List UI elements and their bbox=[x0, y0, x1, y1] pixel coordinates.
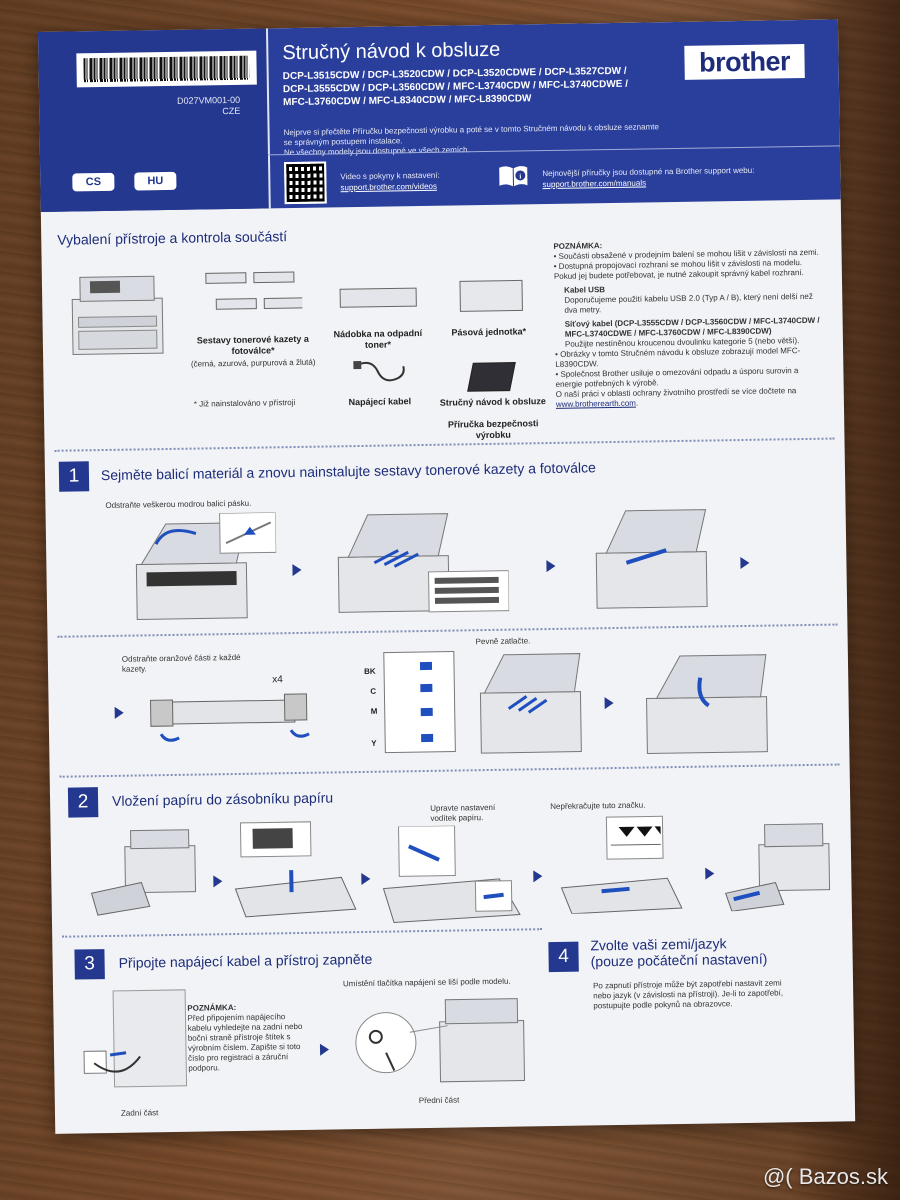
quick-setup-guide-sheet: D027VM001-00 CZE CS HU Stručný návod k o… bbox=[38, 19, 855, 1133]
brother-logo: brother bbox=[684, 44, 805, 80]
printer-illustration bbox=[62, 268, 173, 360]
front-label: Přední část bbox=[419, 1096, 460, 1107]
step1-arrow-4 bbox=[115, 707, 124, 719]
step1-title: Sejměte balicí materiál a znovu nainstal… bbox=[101, 459, 596, 483]
step4-text: Po zapnutí přístroje může být zapotřebí … bbox=[593, 978, 789, 1011]
step1-arrow-5 bbox=[605, 697, 614, 709]
step1-arrow-2 bbox=[546, 560, 555, 572]
guide-label1: Stručný návod k obsluze bbox=[438, 396, 548, 409]
guide-title: Stručný návod k obsluze bbox=[282, 39, 500, 65]
load-paper-illustration bbox=[556, 812, 698, 914]
belt-unit-illustration bbox=[452, 274, 533, 319]
power-cord-illustration bbox=[353, 356, 410, 391]
unpack-note: POZNÁMKA: • Součásti obsažené v prodejní… bbox=[553, 238, 824, 410]
waste-toner-box-illustration bbox=[336, 278, 423, 319]
paper-guides-illustration bbox=[379, 824, 531, 926]
guide-booklet-illustration bbox=[463, 358, 520, 395]
language-badge-hu: HU bbox=[134, 172, 176, 191]
guide-label2: Příručka bezpečnosti výrobku bbox=[438, 418, 548, 442]
divider-step1 bbox=[60, 763, 840, 777]
unpack-note2: • Dostupná propojovací rozhraní se mohou… bbox=[554, 258, 822, 282]
svg-text:i: i bbox=[519, 172, 521, 180]
step1-number: 1 bbox=[59, 461, 89, 491]
toner-cartridges-illustration bbox=[202, 268, 303, 330]
color-label-m: M bbox=[371, 707, 378, 716]
step3-note-text: Před připojením napájecího kabelu vyhled… bbox=[187, 1012, 306, 1074]
step1-arrow-3 bbox=[740, 557, 749, 569]
color-label-y: Y bbox=[371, 739, 376, 748]
paper-mark-note: Nepřekračujte tuto značku. bbox=[550, 801, 645, 812]
close-cover-illustration bbox=[636, 646, 788, 758]
video-link[interactable]: support.brother.com/videos bbox=[340, 181, 440, 194]
step2-arrow-1 bbox=[213, 875, 222, 887]
pull-out-tray-illustration bbox=[84, 825, 205, 917]
language-badge-cs: CS bbox=[72, 173, 114, 192]
waste-toner-label: Nádobka na odpadní toner* bbox=[323, 328, 433, 352]
installed-note: * Již nainstalováno v přístroji bbox=[194, 398, 296, 410]
barcode bbox=[76, 51, 257, 88]
step3-note: POZNÁMKA: Před připojením napájecího kab… bbox=[187, 1002, 306, 1074]
power-button-illustration bbox=[349, 990, 531, 1093]
adjust-guides-illustration bbox=[230, 817, 362, 919]
x4-label: x4 bbox=[272, 674, 283, 685]
step2-arrow-4 bbox=[705, 867, 714, 879]
color-label-c: C bbox=[370, 687, 376, 696]
step3-title: Připojte napájecí kabel a přístroj zapně… bbox=[119, 951, 373, 971]
rear-label: Zadní část bbox=[121, 1108, 159, 1119]
belt-unit-label: Pásová jednotka* bbox=[439, 326, 539, 339]
step2-number: 2 bbox=[68, 787, 98, 817]
insert-tray-illustration bbox=[718, 820, 839, 912]
document-code: D027VM001-00 CZE bbox=[177, 95, 240, 118]
step1-open-printer-illustration bbox=[126, 512, 278, 624]
model-list: DCP-L3515CDW / DCP-L3520CDW / DCP-L3520C… bbox=[283, 64, 684, 109]
manual-info: Nejnovější příručky jsou dostupné na Bro… bbox=[542, 165, 754, 190]
step4-title-line2: (pouze počáteční nastavení) bbox=[591, 951, 768, 970]
insert-cartridges-illustration bbox=[380, 645, 592, 758]
color-label-bk: BK bbox=[364, 667, 376, 676]
cartridge-orange-parts-illustration bbox=[144, 678, 315, 751]
orange-parts-note: Odstraňte oranžové části z každé kazety. bbox=[122, 653, 252, 675]
step1-remove-cartridges-illustration bbox=[328, 505, 510, 618]
usb-cable-text: Doporučujeme použití kabelu USB 2.0 (Typ… bbox=[564, 292, 822, 316]
bazos-watermark: @( Bazos.sk bbox=[763, 1164, 888, 1190]
step2-arrow-3 bbox=[533, 870, 542, 882]
toner-label: Sestavy tonerové kazety a fotoválce* bbox=[189, 334, 317, 358]
step3-arrow bbox=[320, 1044, 329, 1056]
step4-title: Zvolte vaši zemi/jazyk (pouze počáteční … bbox=[590, 935, 767, 970]
doc-code-line2: CZE bbox=[177, 106, 240, 118]
unpack-section-title: Vybalení přístroje a kontrola součástí bbox=[57, 228, 287, 248]
power-cord-label: Napájecí kabel bbox=[330, 396, 430, 409]
unpack-note5-end: . bbox=[636, 399, 638, 408]
brotherearth-link[interactable]: www.brotherearth.com bbox=[556, 399, 636, 409]
manual-book-icon: i bbox=[498, 164, 528, 188]
step4-number: 4 bbox=[548, 942, 578, 972]
qr-code bbox=[284, 161, 327, 204]
step1-arrow-1 bbox=[292, 564, 301, 576]
toner-sublabel: (černá, azurová, purpurová a žlutá) bbox=[189, 358, 317, 370]
power-button-note: Umístění tlačítka napájení se liší podle… bbox=[343, 977, 511, 990]
step2-title: Vložení papíru do zásobníku papíru bbox=[112, 789, 333, 808]
step3-number: 3 bbox=[74, 949, 104, 979]
tape-note: Odstraňte veškerou modrou balicí pásku. bbox=[105, 499, 251, 511]
adjust-guides-note: Upravte nastavení vodítek papíru. bbox=[430, 803, 520, 824]
divider-step2 bbox=[62, 928, 542, 938]
video-info: Video s pokyny k nastavení: support.brot… bbox=[340, 170, 440, 194]
step2-arrow-2 bbox=[361, 873, 370, 885]
divider-step1-mid bbox=[57, 624, 837, 638]
rear-power-connection-illustration bbox=[79, 986, 191, 1098]
step1-remove-packing-illustration bbox=[585, 501, 727, 613]
